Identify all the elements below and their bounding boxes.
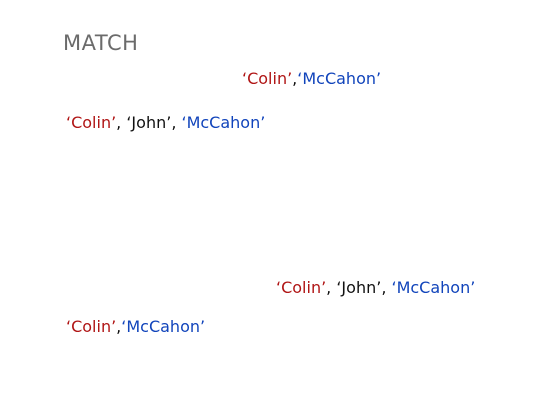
slide-title: MATCH xyxy=(63,31,139,55)
token-mccahon: ‘McCahon’ xyxy=(181,113,266,132)
token-comma: , xyxy=(116,113,127,132)
token-colin: ‘Colin’ xyxy=(276,278,327,297)
token-comma: , xyxy=(292,69,298,88)
token-comma: , xyxy=(171,113,182,132)
token-comma: , xyxy=(381,278,392,297)
token-colin: ‘Colin’ xyxy=(66,113,117,132)
text-line-1: ‘Colin’,‘McCahon’ xyxy=(242,69,381,89)
token-colin: ‘Colin’ xyxy=(66,317,117,336)
token-mccahon: ‘McCahon’ xyxy=(391,278,476,297)
text-line-2: ‘Colin’, ‘John’, ‘McCahon’ xyxy=(66,113,265,133)
text-line-4: ‘Colin’,‘McCahon’ xyxy=(66,317,205,337)
token-mccahon: ‘McCahon’ xyxy=(297,69,382,88)
token-colin: ‘Colin’ xyxy=(242,69,293,88)
token-comma: , xyxy=(116,317,122,336)
token-mccahon: ‘McCahon’ xyxy=(121,317,206,336)
token-john: ‘John’ xyxy=(336,278,382,297)
text-line-3: ‘Colin’, ‘John’, ‘McCahon’ xyxy=(276,278,475,298)
token-comma: , xyxy=(326,278,337,297)
token-john: ‘John’ xyxy=(126,113,172,132)
